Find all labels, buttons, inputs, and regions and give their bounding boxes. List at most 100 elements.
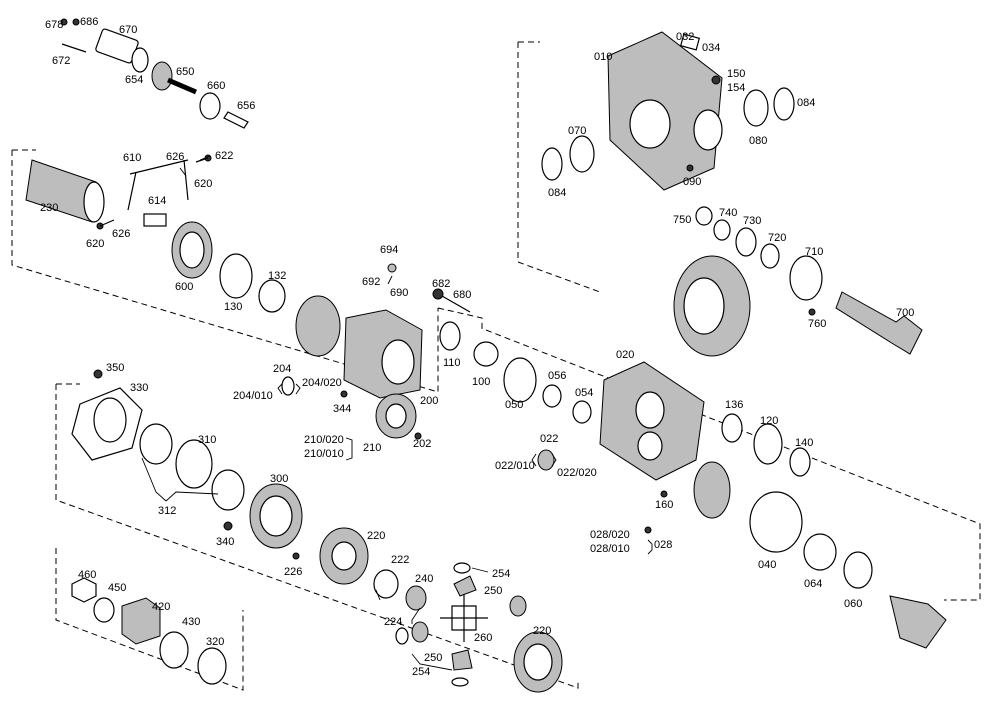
label-154: 154	[727, 82, 745, 94]
label-210-020: 210/020	[304, 434, 344, 446]
label-250b: 250	[424, 652, 442, 664]
spider-260	[440, 594, 488, 642]
washer-254a	[453, 562, 471, 574]
label-202: 202	[413, 438, 431, 450]
bearing-060	[843, 551, 873, 589]
label-610: 610	[123, 152, 141, 164]
gear-250b	[509, 595, 527, 617]
label-694: 694	[380, 244, 398, 256]
gear-250c	[451, 649, 473, 671]
washer-224	[395, 627, 409, 645]
label-028: 028	[654, 539, 672, 551]
ring-040	[749, 491, 803, 553]
ring-064	[803, 533, 837, 571]
label-686: 686	[80, 16, 98, 28]
label-300: 300	[270, 473, 288, 485]
label-022-010: 022/010	[495, 460, 535, 472]
bearing-320	[197, 647, 227, 685]
label-600: 600	[175, 281, 193, 293]
label-084b: 084	[548, 187, 566, 199]
label-120: 120	[760, 415, 778, 427]
label-700: 700	[896, 307, 914, 319]
label-622: 622	[215, 150, 233, 162]
label-330: 330	[130, 382, 148, 394]
top-left-group	[60, 18, 249, 129]
washer-254b	[451, 677, 469, 687]
label-110: 110	[443, 357, 461, 369]
ring-740	[713, 219, 731, 241]
label-620a: 620	[194, 178, 212, 190]
label-250a: 250	[484, 585, 502, 597]
upper-right-group	[541, 31, 923, 357]
label-070: 070	[568, 125, 586, 137]
label-260: 260	[474, 632, 492, 644]
label-650: 650	[176, 66, 194, 78]
label-054: 054	[575, 387, 593, 399]
label-204-010: 204/010	[233, 390, 273, 402]
label-210: 210	[363, 442, 381, 454]
label-060: 060	[844, 598, 862, 610]
label-150: 150	[727, 68, 745, 80]
label-690: 690	[390, 287, 408, 299]
leader-lines	[141, 155, 653, 671]
label-420: 420	[152, 601, 170, 613]
ring-430	[159, 631, 189, 669]
ring-312a	[139, 423, 173, 465]
label-670: 670	[119, 24, 137, 36]
seal-110	[439, 321, 461, 351]
label-450: 450	[108, 582, 126, 594]
label-032: 032	[676, 31, 694, 43]
bearing-080	[743, 89, 769, 127]
label-320: 320	[206, 636, 224, 648]
label-620b: 620	[86, 238, 104, 250]
left-upper-group	[25, 154, 471, 440]
label-020: 020	[616, 349, 634, 361]
label-010: 010	[594, 51, 612, 63]
label-056: 056	[548, 370, 566, 382]
label-084a: 084	[797, 97, 815, 109]
label-254a: 254	[492, 568, 510, 580]
label-254b: 254	[412, 666, 430, 678]
label-660: 660	[207, 80, 225, 92]
ring-054	[572, 400, 592, 424]
seal-654	[131, 47, 149, 73]
label-040: 040	[758, 559, 776, 571]
label-028-020: 028/020	[590, 529, 630, 541]
label-720: 720	[768, 232, 786, 244]
bolt-672	[61, 43, 87, 53]
lower-left-group	[71, 369, 563, 693]
label-340: 340	[216, 536, 234, 548]
gear-240	[405, 585, 427, 611]
label-224: 224	[384, 616, 402, 628]
label-090: 090	[683, 176, 701, 188]
pin-686	[72, 18, 80, 26]
label-672: 672	[52, 55, 70, 67]
label-034: 034	[702, 42, 720, 54]
ring-084a	[773, 87, 795, 121]
label-132: 132	[268, 270, 286, 282]
fork-610	[127, 159, 189, 211]
label-204: 204	[273, 363, 291, 375]
ring-140	[789, 447, 811, 477]
shaft-700	[835, 291, 923, 355]
label-226: 226	[284, 566, 302, 578]
gear-340-upper	[295, 295, 341, 357]
gear-pinion	[693, 461, 731, 519]
label-230: 230	[40, 202, 58, 214]
ring-084b	[541, 147, 563, 181]
plug-682	[432, 288, 444, 300]
label-240: 240	[415, 573, 433, 585]
bearing-730	[735, 227, 757, 257]
nut-460	[71, 577, 97, 603]
label-100: 100	[472, 376, 490, 388]
ring-136	[721, 413, 743, 443]
label-220a: 220	[367, 530, 385, 542]
label-210-010: 210/010	[304, 448, 344, 460]
label-022: 022	[540, 433, 558, 445]
label-750: 750	[673, 214, 691, 226]
cover-032	[679, 33, 701, 51]
label-680: 680	[453, 289, 471, 301]
gear-250a	[453, 575, 477, 597]
label-350: 350	[106, 362, 124, 374]
